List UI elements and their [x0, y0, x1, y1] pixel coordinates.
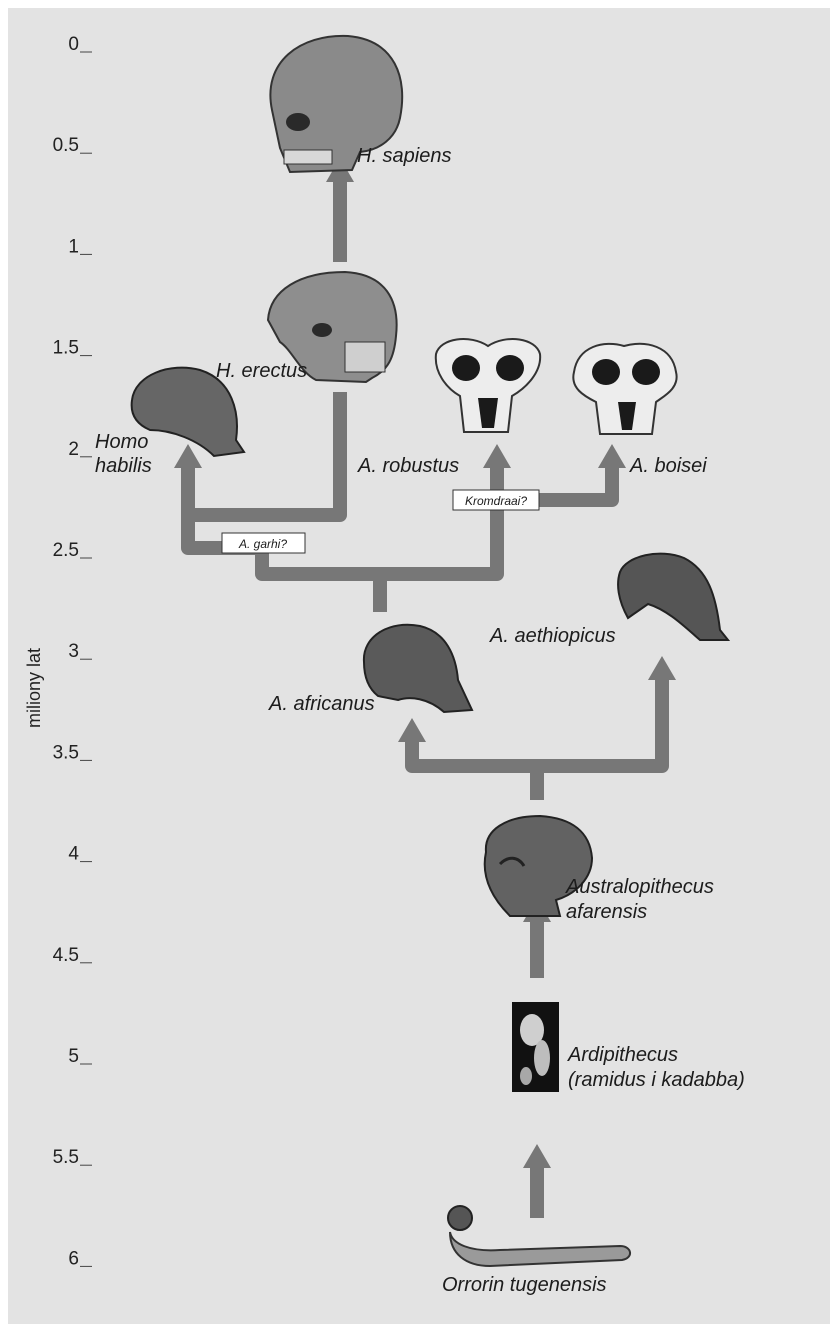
arrow-head [648, 656, 676, 680]
a-boisei-label: A. boisei [629, 455, 707, 477]
axis-tick-label: 0.5 [53, 135, 79, 156]
a-garhi-label: A. garhi? [238, 537, 287, 551]
axis-tick-label: 4 [68, 844, 79, 865]
a-robustus-skull-image [436, 339, 540, 432]
habilis-label: habilis [95, 455, 152, 477]
a-africanus-label: A. africanus [268, 693, 375, 715]
arrow-head [398, 718, 426, 742]
a-aethiopicus-label: A. aethiopicus [489, 625, 616, 647]
axis-tick-label: 6 [68, 1248, 79, 1269]
homo-label: Homo [95, 431, 148, 453]
axis-tick-label: 1.5 [53, 338, 79, 359]
arrow-head [523, 1144, 551, 1168]
ardipithecus-label: Ardipithecus [567, 1044, 678, 1066]
axis-tick-label: 5 [68, 1046, 79, 1067]
a-boisei-skull-image [573, 344, 676, 434]
axis-title: miliony lat [24, 648, 44, 728]
ardipithecus-fossil-image [512, 1002, 559, 1092]
time-axis: miliony lat 0 0.5 1 1.5 2 2.5 3 3.5 4 4.5 5 5.5 6 [24, 34, 92, 1269]
arrow-head [483, 444, 511, 468]
arrow-head [174, 444, 202, 468]
axis-tick-label: 3 [68, 641, 79, 662]
axis-ticks: 0 0.5 1 1.5 2 2.5 3 3.5 4 4.5 5 5.5 6 [53, 34, 92, 1269]
axis-tick-label: 4.5 [53, 945, 79, 966]
a-aethiopicus-skull-image [618, 554, 728, 640]
axis-tick-label: 0 [68, 34, 79, 55]
a-robustus-label: A. robustus [357, 455, 459, 477]
ramidus-kadabba-label: (ramidus i kadabba) [568, 1069, 745, 1091]
axis-tick-label: 2.5 [53, 540, 79, 561]
h-sapiens-label: H. sapiens [357, 145, 452, 167]
kromdraai-label: Kromdraai? [465, 494, 527, 508]
axis-tick-label: 3.5 [53, 742, 79, 763]
orrorin-label: Orrorin tugenensis [442, 1274, 607, 1296]
h-erectus-label: H. erectus [216, 360, 307, 382]
axis-tick-label: 1 [68, 236, 79, 257]
a-africanus-skull-image [364, 625, 472, 712]
axis-tick-label: 5.5 [53, 1147, 79, 1168]
arrow-head [598, 444, 626, 468]
taxon-labels: H. sapiens H. erectus Homo habilis A. ro… [95, 145, 745, 1296]
axis-tick-label: 2 [68, 439, 79, 460]
afarensis-label: afarensis [566, 901, 647, 923]
australopithecus-label: Australopithecus [565, 876, 714, 898]
